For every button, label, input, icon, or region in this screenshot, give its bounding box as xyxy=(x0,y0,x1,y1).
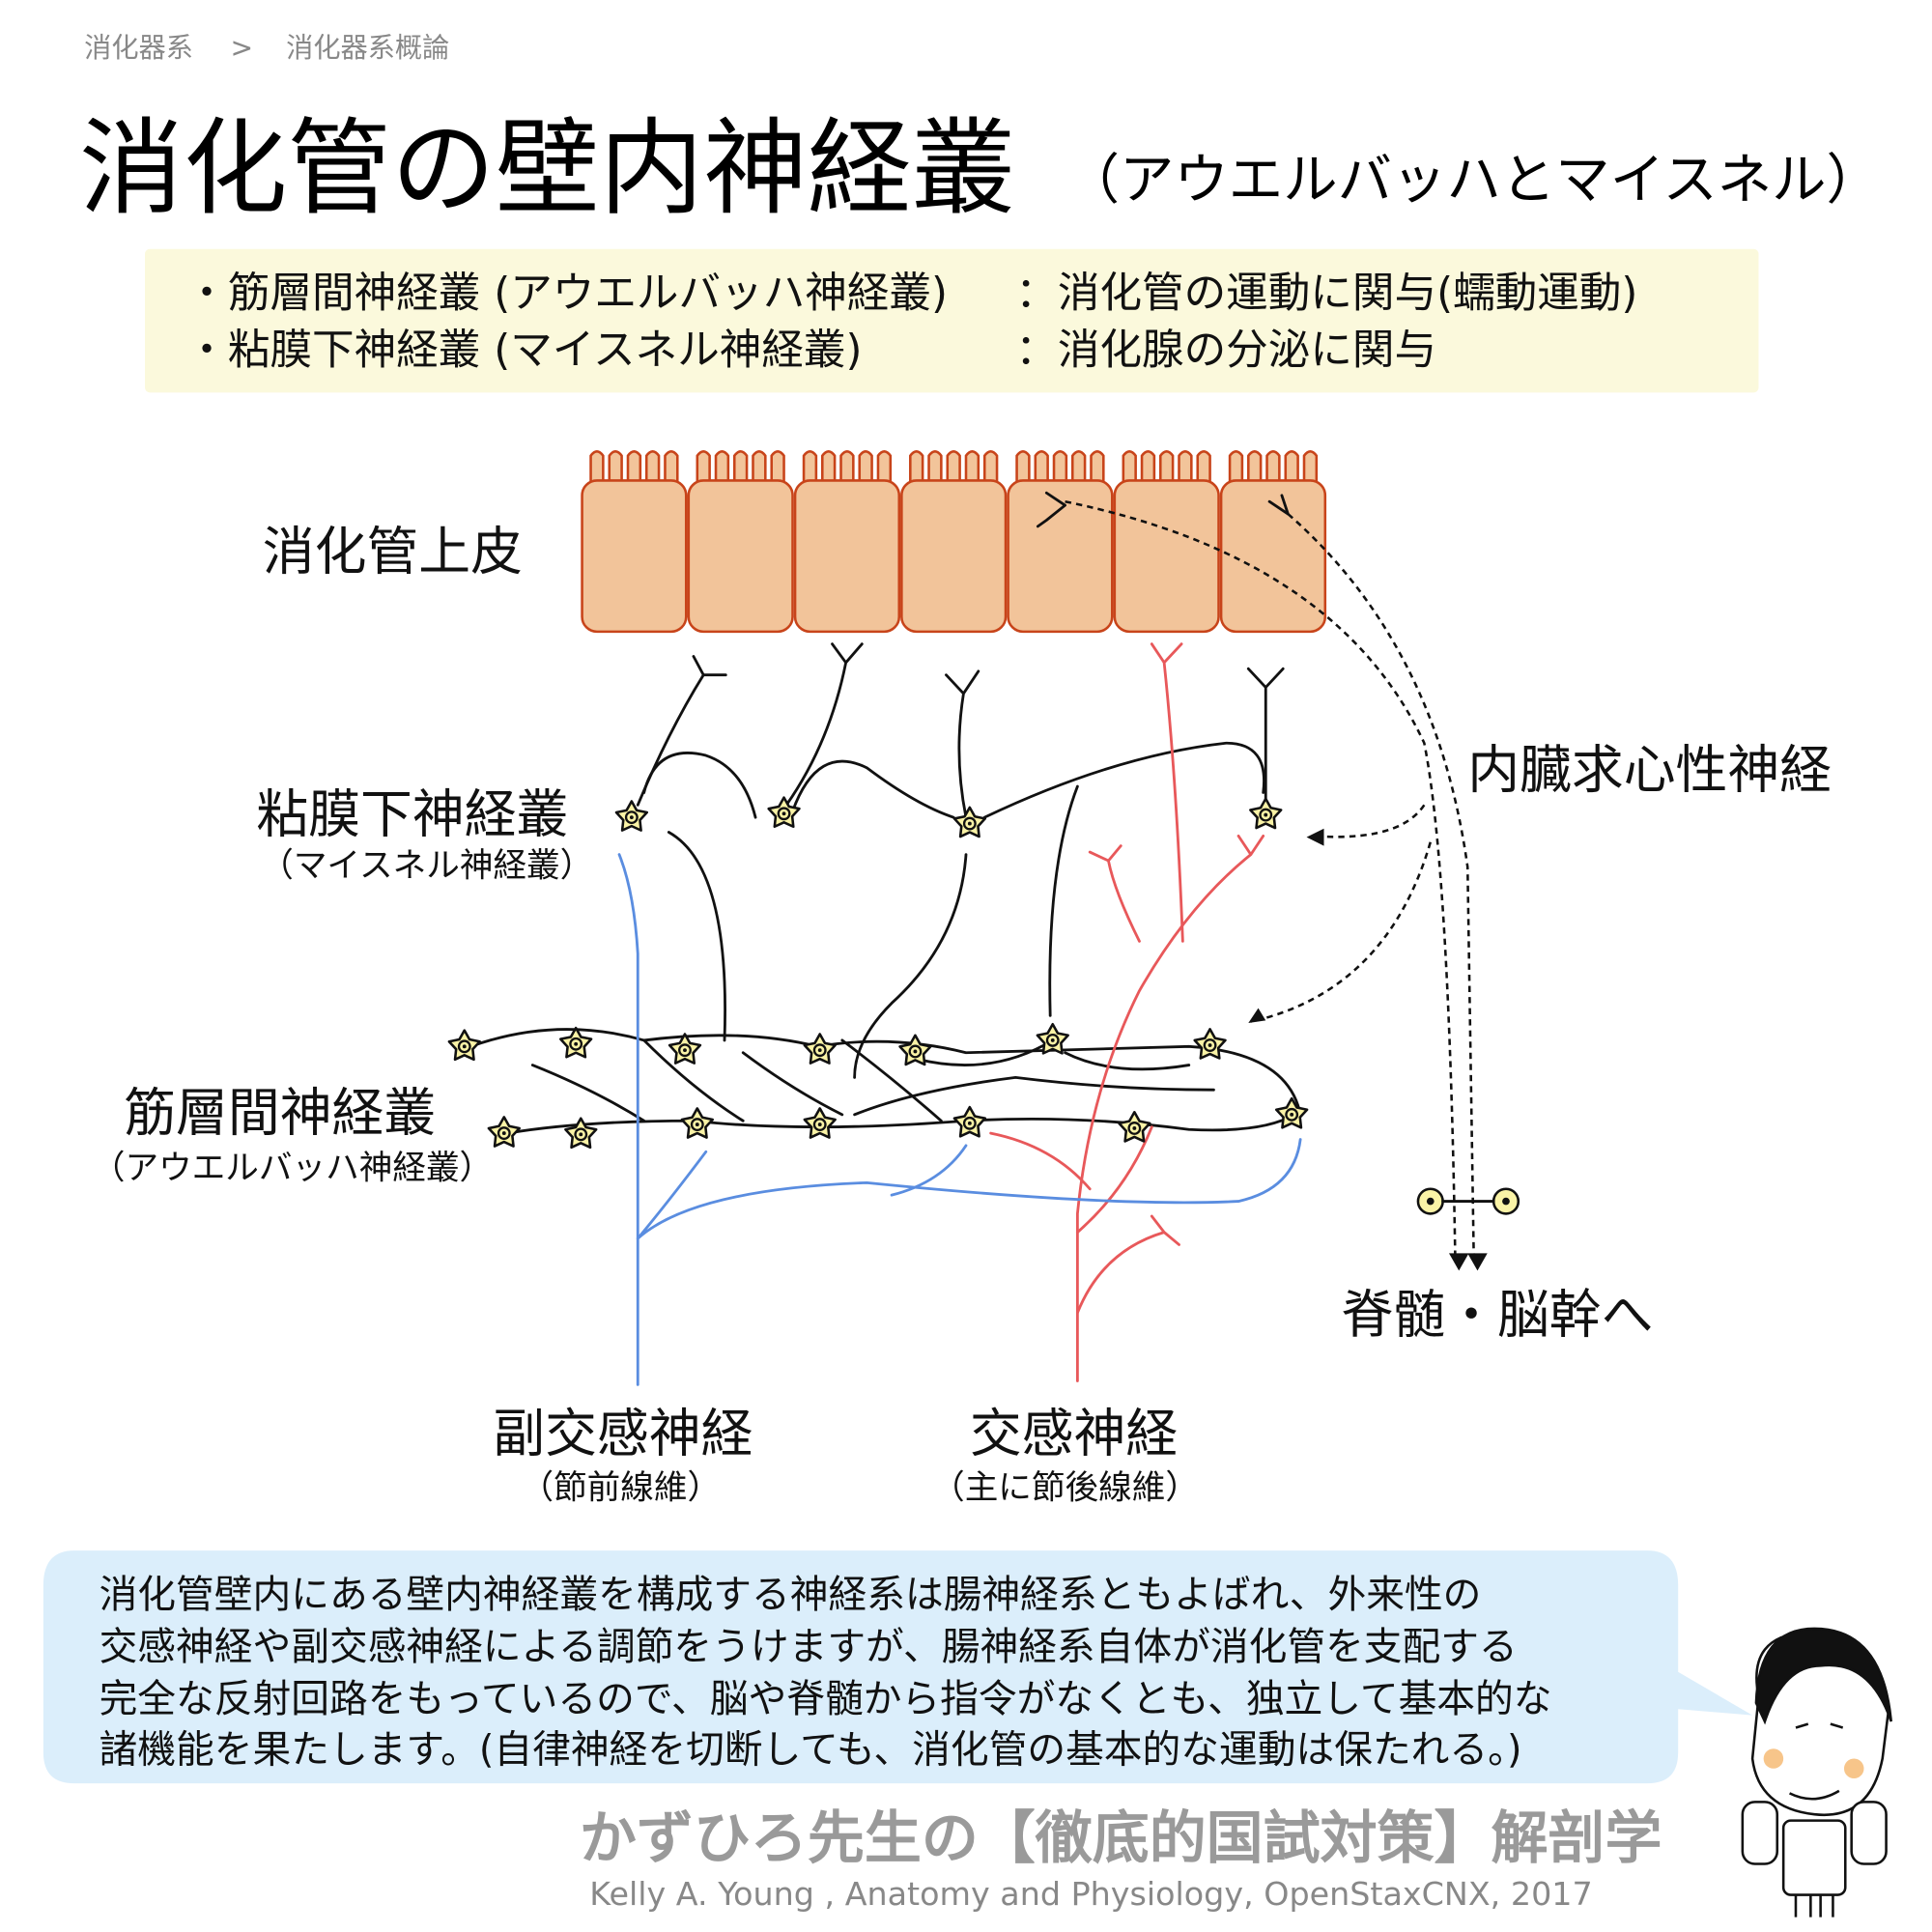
bubble-line: 諸機能を果たします。(自律神経を切断しても、消化管の基本的な運動は保たれる。) xyxy=(99,1727,1522,1772)
ganglion-cell-icon xyxy=(558,1026,593,1059)
ganglion-cell-icon xyxy=(898,1034,932,1066)
epithelial-cell xyxy=(581,450,688,634)
ganglion-cell-icon xyxy=(952,1105,987,1138)
epithelial-cell xyxy=(687,450,794,634)
ganglion-cell-icon xyxy=(1193,1028,1227,1060)
teacher-character-icon xyxy=(1741,1627,1892,1918)
explanation-bubble: 消化管壁内にある壁内神経叢を構成する神経系は腸神経系ともよばれ、外来性の 交感神… xyxy=(43,1550,1753,1784)
ganglion-cell-icon xyxy=(952,806,987,838)
parasympathetic-fibers xyxy=(617,853,1302,1386)
bubble-line: 完全な反射回路をもっているので、脳や脊髄から指令がなくとも、独立して基本的な xyxy=(99,1677,1552,1721)
epithelial-cell xyxy=(900,450,1008,634)
ganglion-cell-icon xyxy=(803,1033,837,1065)
label-visceral-afferent: 内臓求心性神経 xyxy=(1467,739,1832,800)
label-myenteric-plexus: 筋層間神経叢 xyxy=(124,1083,436,1144)
label-sympathetic: 交感神経 xyxy=(970,1404,1178,1464)
ganglion-cell-icon xyxy=(1036,1022,1069,1055)
label-meissner: （マイスネル神経叢） xyxy=(260,847,593,886)
breadcrumb-separator: > xyxy=(230,32,253,64)
label-to-spinal-cord: 脊髄・脳幹へ xyxy=(1341,1284,1653,1345)
label-epithelium: 消化管上皮 xyxy=(263,522,523,582)
breadcrumb-parent[interactable]: 消化器系 xyxy=(84,32,193,64)
breadcrumb-current[interactable]: 消化器系概論 xyxy=(286,32,449,64)
visceral-afferent-fibers xyxy=(1065,499,1520,1271)
submucosal-nerve-fibers xyxy=(469,642,1302,1135)
summary-line1-right: ：消化管の運動に関与(蠕動運動) xyxy=(1015,270,1637,318)
page-title: 消化管の壁内神経叢 xyxy=(79,109,1015,230)
ganglion-cell-icon xyxy=(767,796,801,829)
ganglion-cell-icon xyxy=(614,800,649,832)
epithelium-cells xyxy=(581,450,1327,634)
label-parasympathetic: 副交感神経 xyxy=(493,1404,753,1464)
ganglion-cell-icon xyxy=(680,1107,714,1139)
label-auerbach: （アウエルバッハ神経叢） xyxy=(92,1150,493,1188)
ganglion-cell-icon xyxy=(803,1107,837,1139)
label-postganglionic: （主に節後線維） xyxy=(931,1468,1199,1507)
footer-brand: かずひろ先生の【徹底的国試対策】解剖学 xyxy=(580,1804,1662,1871)
footer-citation: Kelly A. Young , Anatomy and Physiology,… xyxy=(589,1875,1592,1913)
ganglion-cell-icon xyxy=(668,1033,702,1065)
label-submucosal-plexus: 粘膜下神経叢 xyxy=(256,784,568,845)
bubble-line: 交感神経や副交感神経による調節をうけますが、腸神経系自体が消化管を支配する xyxy=(99,1625,1518,1669)
epithelial-cell xyxy=(793,450,901,634)
ganglion-cell-icon xyxy=(487,1116,521,1148)
summary-box xyxy=(145,248,1759,393)
epithelial-cell xyxy=(1113,450,1220,634)
summary-line1-left: ・筋層間神経叢 (アウエルバッハ神経叢) xyxy=(185,270,948,318)
label-preganglionic: （節前線維） xyxy=(520,1468,721,1507)
bubble-line: 消化管壁内にある壁内神経叢を構成する神経系は腸神経系ともよばれ、外来性の xyxy=(99,1573,1482,1617)
summary-line2-right: ：消化腺の分泌に関与 xyxy=(1015,327,1436,375)
summary-line2-left: ・粘膜下神経叢 (マイスネル神経叢) xyxy=(185,327,862,375)
ganglia xyxy=(447,796,1309,1150)
ganglion-cell-icon xyxy=(1118,1111,1151,1143)
ganglion-cell-icon xyxy=(447,1029,481,1062)
sympathetic-fibers xyxy=(989,642,1265,1382)
ganglion-cell-icon xyxy=(564,1117,598,1150)
ganglion-cell-icon xyxy=(1249,797,1283,830)
epithelial-cell xyxy=(1007,450,1114,634)
ganglion-cell-icon xyxy=(1274,1096,1309,1129)
page-subtitle: （アウエルバッハとマイスネル） xyxy=(1065,149,1881,212)
breadcrumb: 消化器系 > 消化器系概論 xyxy=(84,32,449,64)
arrowhead-icon xyxy=(1248,828,1488,1271)
epithelial-cell xyxy=(1219,450,1327,634)
